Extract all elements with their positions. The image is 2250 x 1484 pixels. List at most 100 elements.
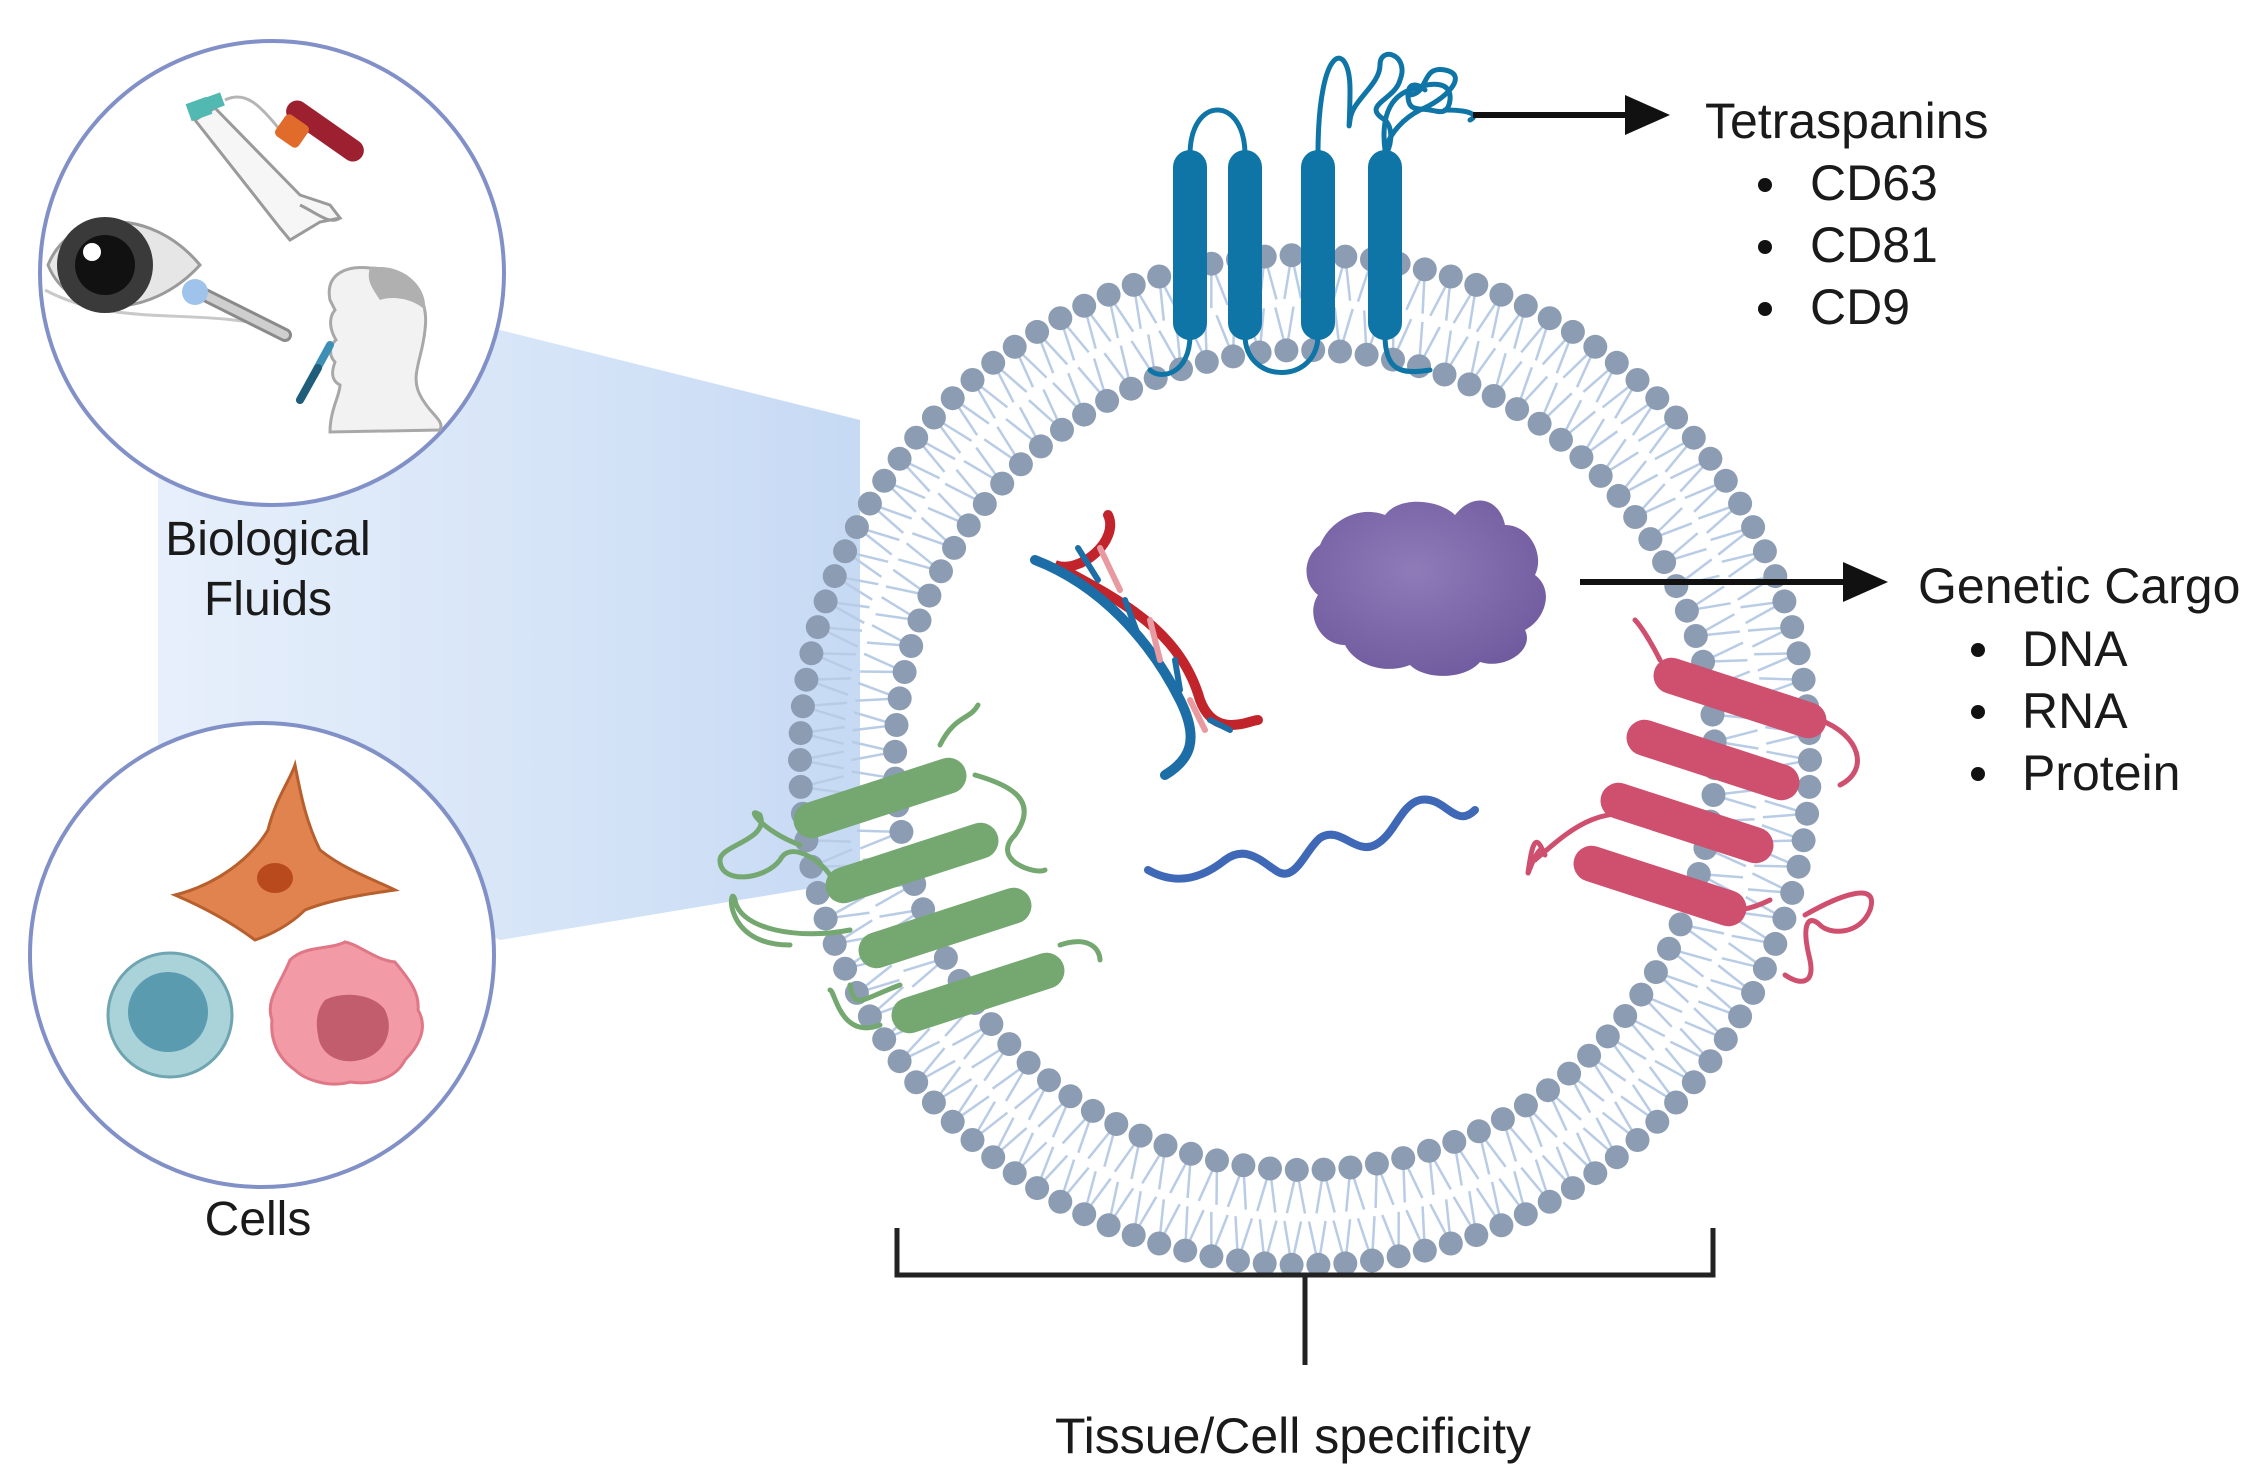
lipid-head	[1328, 339, 1352, 364]
lipid-head	[1442, 1129, 1467, 1154]
bullet	[1971, 643, 1985, 657]
lipid-head	[1360, 1248, 1384, 1273]
lipid-head	[1645, 386, 1670, 411]
bullet	[1758, 302, 1772, 316]
lipid-head	[1457, 372, 1482, 397]
lipid-head	[1169, 357, 1193, 382]
lipid-head	[857, 491, 882, 516]
specificity-bracket	[894, 1228, 1716, 1365]
tear-sample-icon	[44, 217, 292, 342]
bullet	[1971, 767, 1985, 781]
lipid-head	[887, 686, 912, 711]
lipid-head	[1121, 1223, 1146, 1248]
lipid-head	[981, 1145, 1006, 1170]
lipid-head	[1683, 624, 1708, 648]
lipid-head	[790, 694, 815, 719]
lipid-head	[1048, 1189, 1073, 1214]
lipid-head	[1002, 334, 1027, 359]
lipid-head	[960, 368, 985, 392]
lipid-head	[822, 564, 847, 589]
lipid-head	[933, 945, 958, 970]
lipid-head	[990, 471, 1015, 496]
lipid-head	[1121, 272, 1146, 297]
lipid-head	[1364, 1151, 1389, 1176]
lipid-head	[813, 589, 838, 614]
lipid-head	[1701, 783, 1726, 807]
lipid-head	[1569, 445, 1594, 470]
lipid-head	[1791, 828, 1816, 853]
lipid-head	[1625, 1128, 1650, 1152]
lipid-head	[1513, 293, 1538, 318]
lipid-head	[1481, 384, 1506, 408]
lipid-head	[1058, 1084, 1083, 1109]
lipid-head	[833, 956, 858, 981]
lipid-head	[1537, 1189, 1562, 1214]
lipid-head	[899, 634, 924, 658]
lipid-head	[1549, 427, 1573, 452]
lipid-head	[1577, 1043, 1602, 1068]
lipid-head	[1438, 1231, 1463, 1256]
tetraspanin-helices	[1173, 150, 1402, 340]
blood-draw-icon	[185, 92, 364, 242]
arrow-tetraspanins	[1473, 95, 1670, 135]
lipid-head	[887, 1049, 912, 1074]
lipid-head	[1741, 515, 1766, 540]
lipid-head	[1008, 452, 1033, 477]
lipid-head	[1147, 264, 1172, 289]
lipid-head	[1629, 982, 1654, 1007]
lipid-head	[1028, 434, 1053, 459]
lipid-head	[1698, 1049, 1723, 1074]
lipid-head	[1698, 446, 1723, 471]
lipid-head	[1438, 264, 1463, 289]
lipid-head	[1713, 1027, 1738, 1052]
lipid-head	[942, 535, 967, 560]
lipid-head	[1536, 1078, 1560, 1103]
lipid-head	[1025, 1176, 1050, 1201]
cargo-item-rna: RNA	[2022, 683, 2128, 739]
lipid-head	[1681, 1070, 1706, 1095]
lipid-head	[1674, 598, 1699, 623]
lipid-head	[1595, 1024, 1620, 1049]
lipid-head	[1153, 1133, 1178, 1158]
tetraspanin-item-cd63: CD63	[1810, 155, 1938, 211]
lipid-head	[1095, 388, 1120, 413]
lipid-head	[997, 1032, 1022, 1057]
protein-blob	[1306, 500, 1546, 676]
cargo-item-dna: DNA	[2022, 621, 2128, 677]
biological-fluids-label-line1: Biological	[165, 513, 370, 566]
lipid-head	[1226, 1248, 1250, 1273]
lipid-head	[1583, 334, 1608, 359]
lipid-head	[857, 1004, 882, 1029]
lipid-head	[1338, 1155, 1363, 1180]
lipid-head	[1252, 1251, 1277, 1276]
bullet	[1758, 178, 1772, 192]
lipid-head	[960, 1128, 985, 1152]
lipid-head	[1668, 912, 1693, 937]
lipid-head	[1606, 483, 1631, 508]
lipid-head	[940, 1109, 965, 1134]
lipid-head	[1407, 354, 1431, 379]
lipid-head	[1645, 1109, 1670, 1134]
lipid-head	[904, 425, 929, 450]
lipid-head	[1560, 1176, 1585, 1201]
bullet	[1971, 705, 1985, 719]
lipid-head	[1713, 468, 1738, 493]
lipid-head	[981, 350, 1006, 375]
lipid-head	[805, 880, 830, 905]
cells-panel	[28, 721, 496, 1189]
lipid-head	[1279, 243, 1304, 268]
lipid-head	[872, 468, 897, 493]
lipid-head	[1780, 880, 1805, 905]
dna-helix	[1030, 510, 1263, 780]
lipid-head	[788, 748, 812, 772]
lipid-head	[822, 931, 847, 956]
lipid-head	[799, 641, 824, 666]
lipid-head	[1791, 667, 1816, 692]
lipid-head	[1072, 293, 1097, 318]
tetraspanin-item-cd81: CD81	[1810, 217, 1938, 273]
lipid-head	[1221, 344, 1246, 369]
lipid-head	[1513, 1093, 1538, 1118]
lipid-head	[1795, 801, 1820, 826]
fibroblast-nucleus	[257, 863, 293, 893]
lipid-head	[1284, 1157, 1309, 1182]
